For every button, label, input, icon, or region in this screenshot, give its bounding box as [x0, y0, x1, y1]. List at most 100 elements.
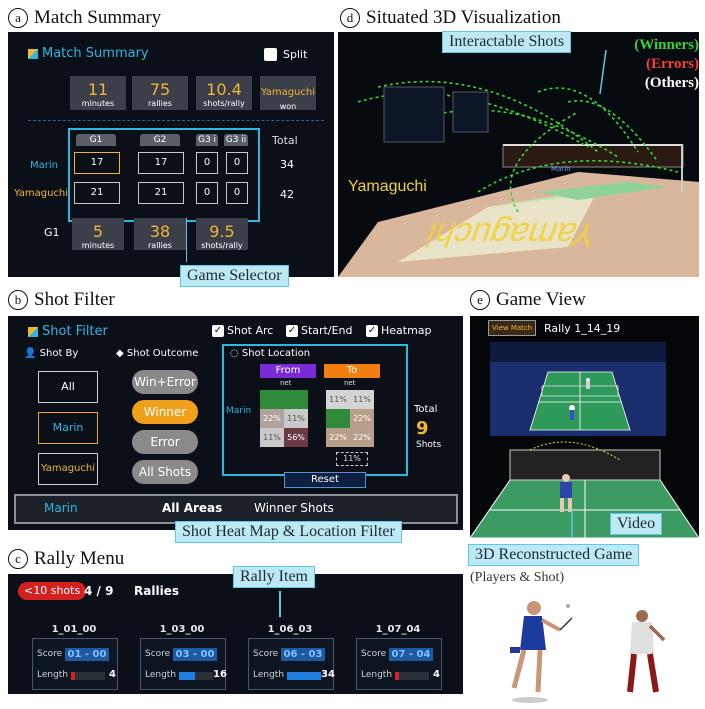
reconstructed-court[interactable] — [470, 440, 699, 538]
check-icon: ✓ — [286, 325, 298, 337]
check-start-end[interactable]: ✓Start/End — [286, 324, 353, 337]
player2-head — [636, 610, 648, 622]
title-a: Match Summary — [34, 7, 162, 28]
mini-match-summary — [383, 86, 445, 143]
rally-filter-badge[interactable]: <10 shots — [18, 582, 87, 600]
interactable-shots-callout: Interactable Shots — [442, 31, 572, 53]
split-label: Split — [283, 48, 308, 61]
game-label: G1 — [44, 226, 60, 239]
ms-title: Match Summary — [28, 46, 149, 61]
label-d: d — [340, 8, 360, 28]
from-header: From — [260, 364, 316, 378]
player-name-marin: Marin — [30, 160, 58, 171]
heatmap-player: Marin — [226, 406, 252, 416]
video-callout: Video — [610, 513, 663, 535]
heat-cell[interactable] — [284, 390, 308, 409]
heat-cell[interactable]: 11% — [284, 409, 308, 428]
shot-by-yamaguchi[interactable]: Yamaguchi — [38, 453, 98, 485]
rally-length: 16 — [213, 669, 227, 680]
net-label-to: net — [344, 379, 356, 387]
rally-item-callout: Rally Item — [233, 566, 315, 588]
heat-cell[interactable]: 22% — [350, 428, 374, 447]
heat-cell[interactable] — [326, 409, 350, 428]
heat-cell[interactable]: 11% — [326, 390, 350, 409]
callout-line — [186, 218, 187, 262]
score-cell: 17 — [74, 152, 120, 174]
rally-item[interactable]: Score 01 - 00 Length 4 — [32, 638, 118, 690]
score-cell: 21 — [138, 182, 184, 204]
total-yamaguchi: 42 — [280, 188, 294, 201]
rally-item[interactable]: Score 07 - 04 Length 4 — [356, 638, 442, 690]
tab-g3ii[interactable]: G3 ii — [224, 134, 248, 146]
outcome-error[interactable]: Error — [132, 430, 198, 454]
rally-score: 03 - 00 — [173, 648, 217, 661]
game-view-panel: View Match Rally 1_14_19 — [470, 316, 699, 538]
check-heatmap[interactable]: ✓Heatmap — [366, 324, 432, 337]
recon-callout: 3D Reconstructed Game — [468, 544, 640, 566]
score-cell: 0 — [226, 152, 248, 174]
heat-cell[interactable]: 56% — [284, 428, 308, 447]
rally-item[interactable]: Score 03 - 00 Length 16 — [140, 638, 227, 690]
rally-length: 4 — [433, 669, 440, 680]
legend-others: (Others) — [644, 75, 699, 91]
person-icon: 👤 — [24, 348, 37, 359]
heat-cell[interactable] — [260, 390, 284, 409]
rally-item[interactable]: Score 06 - 03 Length 34 — [248, 638, 335, 690]
title-d: Situated 3D Visualization — [366, 7, 561, 28]
check-shot-arc[interactable]: ✓Shot Arc — [212, 324, 274, 337]
shot-legend: (Winners) (Errors) (Others) — [613, 36, 699, 93]
out-cell[interactable]: 11% — [336, 452, 368, 466]
scene-3d-graphic[interactable] — [338, 32, 699, 277]
video-frame[interactable] — [490, 342, 666, 436]
legend-winners: (Winners) — [634, 37, 699, 53]
length-bar — [287, 672, 321, 680]
total-marin: 34 — [280, 158, 294, 171]
legend-errors: (Errors) — [645, 56, 699, 72]
shot-by-marin[interactable]: Marin — [38, 412, 98, 444]
view-match-button[interactable]: View Match — [488, 320, 537, 336]
rally-score: 01 - 00 — [65, 648, 109, 661]
heat-cell[interactable]: 11% — [350, 390, 374, 409]
rally-id: 1_03_00 — [159, 624, 205, 635]
filter-status-bar: Marin All Areas Winner Shots — [14, 494, 458, 524]
player2-body — [630, 622, 654, 654]
outcome-all-shots[interactable]: All Shots — [132, 460, 198, 484]
title-b: Shot Filter — [34, 289, 115, 310]
divider — [28, 120, 324, 121]
shot-by-all[interactable]: All — [38, 371, 98, 403]
split-toggle[interactable]: Split — [264, 48, 307, 61]
outcome-winner[interactable]: Winner — [132, 400, 198, 424]
shot-by-label: 👤 Shot By — [24, 348, 79, 359]
check-icon: ✓ — [212, 325, 224, 337]
title-c: Rally Menu — [34, 548, 125, 569]
header-d: d Situated 3D Visualization — [340, 7, 561, 29]
sf-title: Shot Filter — [28, 324, 108, 339]
rally-title: Rally 1_14_19 — [544, 322, 621, 335]
heatmap-callout: Shot Heat Map & Location Filter — [175, 521, 402, 543]
sf-title-text: Shot Filter — [42, 324, 108, 339]
total-unit: Shots — [416, 440, 442, 450]
rally-callout-line — [279, 591, 281, 617]
rallies-label: Rallies — [134, 584, 179, 598]
title-e: Game View — [496, 289, 586, 310]
length-bar — [395, 672, 429, 680]
reset-button[interactable]: Reset — [284, 472, 366, 488]
length-bar — [179, 672, 213, 680]
heat-cell[interactable]: 11% — [260, 428, 284, 447]
heat-cell[interactable]: 22% — [326, 428, 350, 447]
split-checkbox[interactable] — [264, 48, 277, 61]
heat-cell[interactable]: 22% — [350, 409, 374, 428]
recon-subtitle: (Players & Shot) — [470, 570, 565, 585]
player1-body — [520, 616, 546, 650]
tab-g2[interactable]: G2 — [140, 134, 180, 146]
outcome-win-error[interactable]: Win+Error — [132, 370, 198, 394]
tab-g1[interactable]: G1 — [76, 134, 116, 146]
tab-g3i[interactable]: G3 i — [196, 134, 218, 146]
heat-cell[interactable]: 22% — [260, 409, 284, 428]
reconstructed-players — [510, 601, 666, 703]
